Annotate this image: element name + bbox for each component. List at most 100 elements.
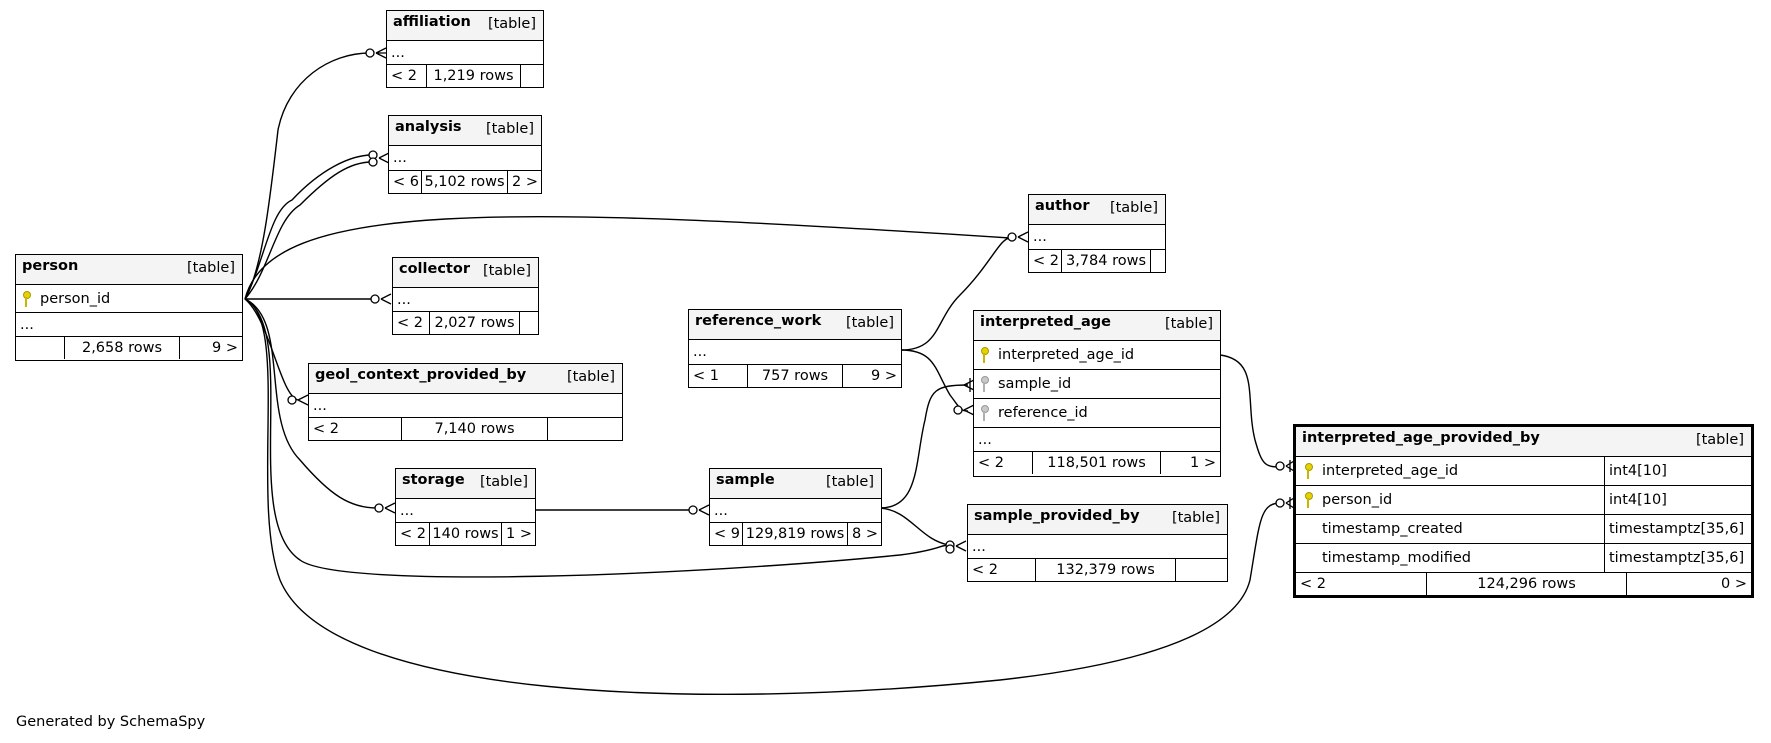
foreign-key-icon [978, 375, 990, 393]
columns-ellipsis: ... [393, 150, 407, 166]
row-count: 5,102 rows [422, 171, 508, 193]
table-kind: [table] [566, 369, 615, 385]
row-count: 7,140 rows [402, 418, 548, 440]
parents-count[interactable]: < 2 [968, 559, 1036, 581]
table-kind: [table] [1695, 432, 1744, 448]
columns-ellipsis: ... [313, 397, 327, 414]
table-sample[interactable]: sample [table] ... < 9 129,819 rows 8 > [709, 468, 882, 546]
table-reference-work[interactable]: reference_work[table] ... < 1 757 rows 9… [688, 309, 902, 388]
columns-ellipsis: ... [20, 316, 34, 333]
table-storage[interactable]: storage[table] ... < 2 140 rows 1 > [395, 468, 536, 546]
table-name: person [22, 258, 79, 274]
parents-count[interactable] [16, 337, 65, 359]
row-count: 1,219 rows [427, 65, 521, 87]
edge-person-author [244, 216, 1011, 300]
table-author[interactable]: author[table] ... < 2 3,784 rows [1028, 194, 1166, 273]
column-row: person_id int4[10] [1296, 486, 1751, 515]
row-count: 129,819 rows [743, 523, 848, 545]
table-kind: [table] [1164, 316, 1213, 332]
parents-count[interactable]: < 1 [689, 365, 748, 387]
primary-key-icon [20, 290, 32, 308]
column-reference-id: reference_id [998, 405, 1088, 421]
parents-count[interactable]: < 2 [387, 65, 427, 87]
children-count[interactable]: 2 > [512, 174, 538, 190]
column-type: int4[10] [1604, 486, 1751, 514]
children-count[interactable]: 9 > [871, 368, 897, 384]
columns-ellipsis: ... [714, 502, 728, 519]
column-type: int4[10] [1604, 457, 1751, 485]
table-geol-context-provided-by[interactable]: geol_context_provided_by[table] ... < 2 … [308, 363, 623, 441]
children-count[interactable] [1176, 559, 1227, 581]
columns-ellipsis: ... [391, 44, 405, 61]
edge-person-sampleprov [244, 298, 950, 578]
parents-count[interactable]: < 6 [389, 171, 422, 193]
primary-key-icon [1302, 462, 1314, 480]
children-count[interactable] [520, 312, 538, 334]
table-name: storage [402, 472, 465, 488]
row-count: 757 rows [748, 365, 843, 387]
table-interpreted-age-provided-by[interactable]: interpreted_age_provided_by [table] inter… [1293, 424, 1754, 598]
table-name: sample [716, 472, 775, 488]
table-kind: [table] [482, 263, 531, 279]
children-count[interactable]: 8 > [852, 526, 878, 542]
table-name: analysis [395, 119, 462, 135]
edge-sample-sampleprov [879, 507, 950, 546]
parents-count[interactable]: < 2 [396, 523, 430, 545]
edge-person-iapb [244, 298, 1282, 695]
primary-key-icon [1302, 491, 1314, 509]
row-count: 118,501 rows [1033, 452, 1161, 474]
table-sample-provided-by[interactable]: sample_provided_by[table] ... < 2 132,37… [967, 504, 1228, 582]
parents-count[interactable]: < 2 [1296, 573, 1427, 595]
table-kind: [table] [845, 315, 894, 331]
table-interpreted-age[interactable]: interpreted_age[table] interpreted_age_i… [973, 310, 1221, 477]
table-kind: [table] [825, 474, 874, 490]
table-analysis[interactable]: analysis [table] ... < 6 5,102 rows 2 > [388, 115, 542, 194]
parents-count[interactable]: < 2 [1029, 250, 1062, 272]
table-kind: [table] [485, 121, 534, 137]
children-count[interactable]: 1 > [506, 526, 532, 542]
column-type: timestamptz[35,6] [1604, 515, 1751, 543]
table-name: geol_context_provided_by [315, 367, 527, 383]
column-row: timestamp_modified timestamptz[35,6] [1296, 544, 1751, 573]
table-kind: [table] [487, 16, 536, 32]
children-count[interactable] [1151, 250, 1165, 272]
row-count: 124,296 rows [1427, 573, 1627, 595]
table-name: author [1035, 198, 1090, 214]
column-name: person_id [1322, 492, 1393, 508]
table-kind: [table] [186, 260, 235, 276]
children-count[interactable]: 1 > [1190, 455, 1216, 471]
column-row: timestamp_created timestamptz[35,6] [1296, 515, 1751, 544]
foreign-key-icon [978, 404, 990, 422]
edge-person-storage [244, 298, 378, 509]
table-affiliation[interactable]: affiliation[table] ... < 2 1,219 rows [386, 10, 544, 88]
table-name: interpreted_age_provided_by [1302, 430, 1540, 446]
column-type: timestamptz[35,6] [1604, 544, 1751, 572]
parents-count[interactable]: < 9 [710, 523, 743, 545]
table-kind: [table] [1171, 510, 1220, 526]
columns-ellipsis: ... [1033, 229, 1047, 245]
children-count[interactable]: 0 > [1721, 576, 1747, 592]
table-person[interactable]: person[table] person_id ... 2,658 rows 9… [15, 254, 243, 361]
parents-count[interactable]: < 2 [393, 312, 430, 334]
edge-sample-iage [879, 384, 969, 509]
edge-reference-iage [900, 349, 969, 412]
column-person-id: person_id [40, 290, 111, 307]
table-name: interpreted_age [980, 314, 1111, 330]
children-count[interactable] [548, 418, 622, 440]
columns-ellipsis: ... [693, 344, 707, 360]
table-name: collector [399, 261, 470, 277]
column-name: timestamp_created [1322, 521, 1463, 537]
column-row: interpreted_age_id int4[10] [1296, 457, 1751, 486]
children-count[interactable] [521, 65, 543, 87]
table-kind: [table] [1109, 200, 1158, 216]
parents-count[interactable]: < 2 [309, 418, 402, 440]
children-count[interactable]: 9 > [212, 340, 238, 356]
row-count: 2,027 rows [430, 312, 520, 334]
row-count: 132,379 rows [1036, 559, 1176, 581]
columns-ellipsis: ... [972, 538, 986, 555]
parents-count[interactable]: < 2 [974, 452, 1033, 474]
row-count: 140 rows [430, 523, 502, 545]
column-name: timestamp_modified [1322, 550, 1471, 566]
table-collector[interactable]: collector[table] ... < 2 2,027 rows [392, 257, 539, 335]
column-sample-id: sample_id [998, 376, 1072, 392]
